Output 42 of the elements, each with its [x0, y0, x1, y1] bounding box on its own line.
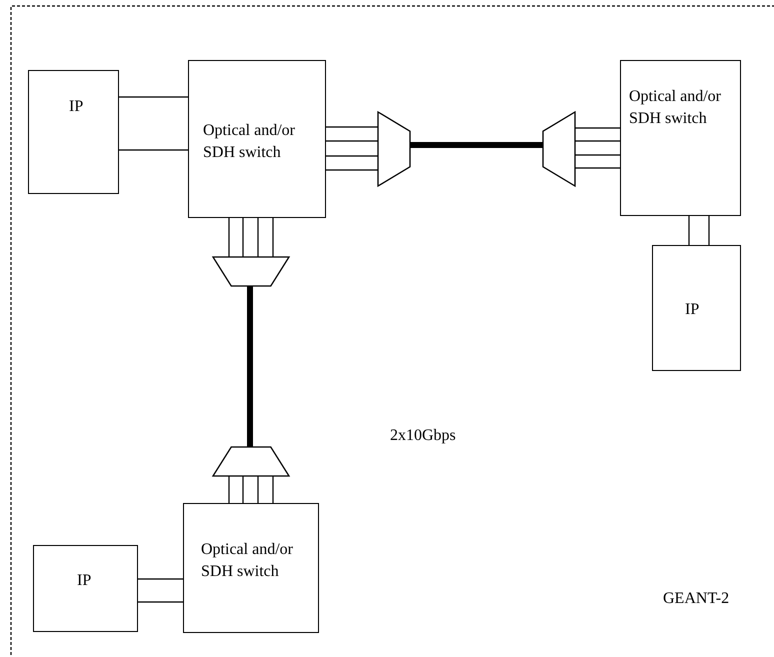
multiplexer-trapezoid: [213, 447, 289, 476]
connector-line: [119, 149, 188, 151]
device-label: IP: [77, 571, 92, 591]
trunk-line: [410, 142, 543, 148]
trunk-line: [247, 286, 253, 447]
device-box: [620, 60, 741, 216]
connector-line: [119, 96, 188, 98]
multiplexer-trapezoid: [378, 112, 410, 186]
connector-line: [257, 218, 259, 257]
device-box: [183, 503, 319, 633]
device-box: [652, 245, 741, 371]
device-box: [33, 545, 138, 632]
device-label: IP: [69, 97, 84, 117]
connector-line: [326, 155, 378, 157]
connector-line: [575, 167, 620, 169]
multiplexer-trapezoid: [543, 112, 575, 186]
connector-line: [272, 476, 274, 503]
connector-line: [688, 216, 690, 245]
multiplexer-trapezoid: [213, 257, 289, 286]
device-label: Optical and/or SDH switch: [201, 540, 294, 582]
connector-line: [575, 140, 620, 142]
connector-line: [272, 218, 274, 257]
connector-line: [326, 140, 378, 142]
device-label: Optical and/or SDH switch: [629, 87, 722, 129]
network-label: GEANT-2: [663, 590, 730, 608]
connector-line: [575, 127, 620, 129]
connector-line: [326, 169, 378, 171]
connector-line: [326, 126, 378, 128]
connector-line: [228, 218, 230, 257]
connector-line: [138, 601, 183, 603]
device-box: [188, 60, 326, 218]
connector-line: [575, 154, 620, 156]
device-box: [28, 70, 119, 194]
connector-line: [228, 476, 230, 503]
device-label: IP: [685, 300, 700, 320]
device-label: Optical and/or SDH switch: [203, 121, 296, 163]
connector-line: [242, 218, 244, 257]
connector-line: [242, 476, 244, 503]
connector-line: [708, 216, 710, 245]
capacity-label: 2x10Gbps: [390, 427, 456, 445]
connector-line: [257, 476, 259, 503]
connector-line: [138, 578, 183, 580]
